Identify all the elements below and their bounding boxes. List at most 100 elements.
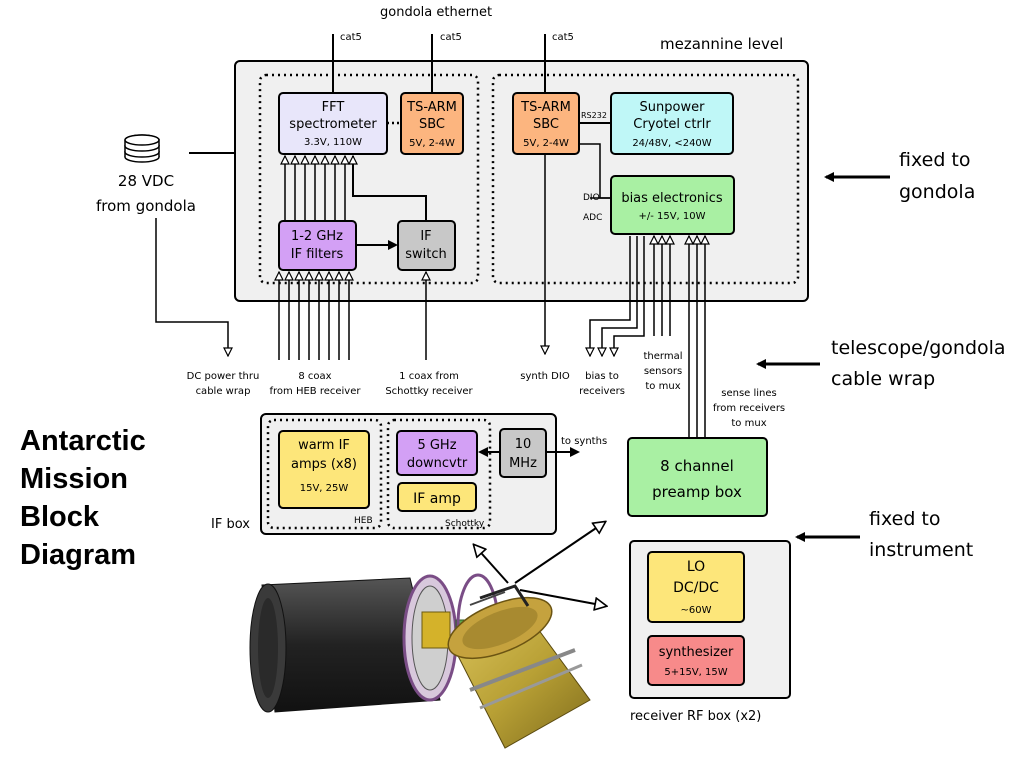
title-line-3: Block	[20, 501, 100, 533]
downcvtr-line2: downcvtr	[407, 456, 468, 471]
to-synths-label: to synths	[561, 436, 607, 447]
power-line1: 28 VDC	[118, 172, 174, 190]
bias-electronics-block: bias electronics +/- 15V, 10W	[610, 175, 735, 235]
sense-label-1: sense lines	[721, 388, 777, 399]
fft-spectrometer-block: FFT spectrometer 3.3V, 110W	[278, 92, 388, 155]
heb-dotted-group	[266, 418, 383, 530]
downcvtr-line1: 5 GHz	[417, 438, 456, 453]
thermal-label-3: to mux	[645, 381, 680, 392]
power-line2: from gondola	[96, 197, 196, 215]
sunpower-line1: Sunpower	[640, 100, 706, 115]
sense-lines	[689, 236, 705, 438]
ten-mhz-line1: 10	[515, 437, 532, 452]
fixed-gondola-line2: gondola	[899, 181, 975, 203]
if-filters-line2: IF filters	[291, 247, 344, 262]
coax1-label-1: 1 coax from	[399, 371, 459, 382]
ten-mhz-line2: MHz	[509, 456, 537, 471]
if-amp-box	[397, 482, 477, 512]
gondola-ethernet-label: gondola ethernet	[380, 5, 492, 20]
tsarm1-line3: 5V, 2-4W	[409, 138, 455, 149]
if-amp-line1: IF amp	[413, 491, 461, 507]
sense-label-3: to mux	[731, 418, 766, 429]
warm-if-amps-block: warm IF amps (x8) 15V, 25W	[278, 430, 370, 509]
warm-if-box	[278, 430, 370, 509]
tsarm1-line1: TS-ARM	[406, 100, 457, 115]
filters-to-fft-arrows	[285, 156, 345, 221]
fft-line2: spectrometer	[289, 117, 377, 132]
control-dotted-group	[491, 73, 800, 285]
preamp-line2: preamp box	[652, 483, 742, 501]
receiver-rf-box: LO DC/DC ~60W synthesizer 5+15V, 15W	[629, 540, 791, 699]
tsarm-sbc-1-block: TS-ARM SBC 5V, 2-4W	[400, 92, 464, 155]
coax8-label-1: 8 coax	[298, 371, 331, 382]
lo-line3: ~60W	[681, 605, 712, 616]
if-box: IF box HEB Schottky warm IF amps (x8) 15…	[211, 413, 580, 535]
synth-box	[647, 635, 745, 686]
if-switch-line1: IF	[420, 229, 431, 244]
receiver-rf-label: receiver RF box (x2)	[630, 709, 761, 724]
sunpower-box	[610, 92, 734, 155]
bias-box	[610, 175, 735, 235]
fixed-gondola-line1: fixed to	[899, 149, 971, 171]
dio-label: DIO	[583, 193, 600, 203]
if-filters-line1: 1-2 GHz	[291, 229, 343, 244]
preamp-box	[627, 437, 768, 517]
coax1-label-2: Schottky receiver	[385, 386, 473, 397]
fft-line1: FFT	[322, 100, 345, 115]
thermal-sensor-lines	[654, 236, 670, 336]
coax-8-lines	[279, 272, 349, 360]
disk-stack-icon	[124, 134, 160, 163]
switch-to-fft-line	[353, 156, 427, 221]
downcvtr-box	[396, 430, 478, 476]
tsarm1-box	[400, 92, 464, 155]
synth-dio-label: synth DIO	[520, 371, 570, 382]
synth-line1: synthesizer	[659, 645, 734, 660]
side-labels: fixed to gondola telescope/gondola cable…	[756, 149, 1006, 561]
warm-if-line1: warm IF	[298, 438, 350, 453]
bias-receiver-lines	[590, 236, 645, 356]
cat5-label-3: cat5	[552, 32, 574, 43]
arrow-to-if-box	[474, 545, 509, 584]
thermal-label-1: thermal	[644, 351, 683, 362]
tsarm2-line1: TS-ARM	[520, 100, 571, 115]
fft-line3: 3.3V, 110W	[304, 137, 362, 148]
heb-label: HEB	[354, 516, 373, 526]
warm-if-line3: 15V, 25W	[300, 483, 349, 494]
preamp-box-block: 8 channel preamp box	[627, 437, 768, 517]
mezzanine-level-label: mezannine level	[660, 35, 783, 53]
cat5-label-1: cat5	[340, 32, 362, 43]
title-line-1: Antarctic	[20, 425, 146, 457]
if-switch-block: IF switch	[397, 220, 456, 271]
downcvtr-block: 5 GHz downcvtr	[396, 430, 478, 476]
tsarm2-line2: SBC	[533, 117, 559, 132]
bias-line1: bias electronics	[621, 191, 723, 206]
diagram-title: Antarctic Mission Block Diagram	[20, 425, 146, 571]
dc-power-label-1: DC power thru	[187, 371, 260, 382]
bias-receivers-label-2: receivers	[579, 386, 625, 397]
sense-label-2: from receivers	[713, 403, 785, 414]
synthesizer-block: synthesizer 5+15V, 15W	[647, 635, 745, 686]
sunpower-block: Sunpower Cryotel ctrlr 24/48V, <240W	[610, 92, 734, 155]
lo-line1: LO	[687, 559, 705, 575]
warm-if-line2: amps (x8)	[291, 457, 357, 472]
ten-mhz-block: 10 MHz	[499, 428, 547, 478]
tsarm1-line2: SBC	[419, 117, 445, 132]
if-box-label: IF box	[211, 517, 250, 532]
bias-receivers-label-1: bias to	[585, 371, 619, 382]
schottky-label: Schottky	[445, 519, 485, 529]
title-line-4: Diagram	[20, 539, 136, 571]
dc-power-line	[155, 218, 228, 356]
sunpower-line2: Cryotel ctrlr	[633, 117, 711, 132]
power-source: 28 VDC from gondola	[96, 134, 196, 215]
sunpower-line3: 24/48V, <240W	[632, 138, 711, 149]
arrow-to-rf-box	[519, 589, 606, 606]
tsarm2-line3: 5V, 2-4W	[523, 138, 569, 149]
adc-label: ADC	[583, 213, 602, 223]
fixed-instrument-line1: fixed to	[869, 508, 941, 530]
dc-power-label-2: cable wrap	[196, 386, 251, 397]
title-line-2: Mission	[20, 463, 128, 495]
arrow-to-preamp	[514, 522, 605, 584]
bias-line2: +/- 15V, 10W	[638, 211, 705, 222]
lo-box	[647, 551, 745, 623]
